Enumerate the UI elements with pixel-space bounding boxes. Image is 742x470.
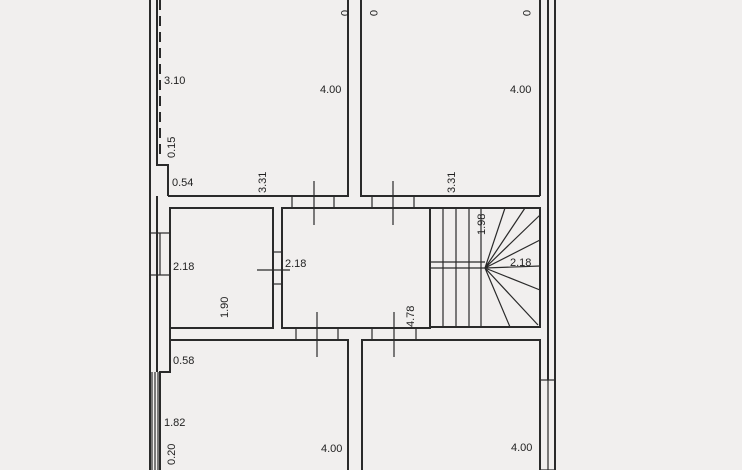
room-top-left-walls <box>168 0 349 197</box>
room-top-right-walls <box>360 0 540 197</box>
stairs-width: 1.98 <box>476 214 488 235</box>
room-top-left-width: 3.31 <box>257 172 269 193</box>
room-top-right-width: 3.31 <box>446 172 458 193</box>
cut-label-3: 0 <box>520 10 532 16</box>
stairs-length: 2.18 <box>510 257 531 269</box>
room-bottom-left-walls <box>159 328 349 470</box>
room-top-left-length: 4.00 <box>320 84 341 96</box>
dim-top-left-side: 3.10 <box>164 75 185 87</box>
dim-bottom-left-side: 1.82 <box>164 417 185 429</box>
stairs-icon <box>430 207 541 328</box>
outer-walls <box>149 0 556 470</box>
room-small-walls <box>169 207 274 329</box>
room-small-length: 2.18 <box>173 261 194 273</box>
stairs-walls <box>430 207 541 328</box>
window-left-middle <box>149 232 171 276</box>
cut-label-2: 0 <box>367 10 379 16</box>
window-right-bottom <box>539 379 556 470</box>
window-inner-small <box>272 251 283 285</box>
hall-length: 2.18 <box>285 258 306 270</box>
dim-bottom-left-offset: 0.20 <box>166 444 178 465</box>
room-bottom-right-length: 4.00 <box>511 442 532 454</box>
room-bottom-left-length: 4.00 <box>321 443 342 455</box>
cut-label-1: 0 <box>338 10 350 16</box>
room-small-width: 1.90 <box>219 297 231 318</box>
dimension-labels: 3.10 0.15 0.54 4.00 3.31 4.00 3.31 0 0 0… <box>164 10 532 465</box>
dim-bottom-left-niche: 0.58 <box>173 355 194 367</box>
hall-width: 4.78 <box>405 306 417 327</box>
window-left-bottom <box>151 372 159 470</box>
dim-top-left-offset: 0.15 <box>166 137 178 158</box>
room-top-right-length: 4.00 <box>510 84 531 96</box>
dim-top-left-niche: 0.54 <box>172 177 193 189</box>
door-markers <box>257 181 417 357</box>
